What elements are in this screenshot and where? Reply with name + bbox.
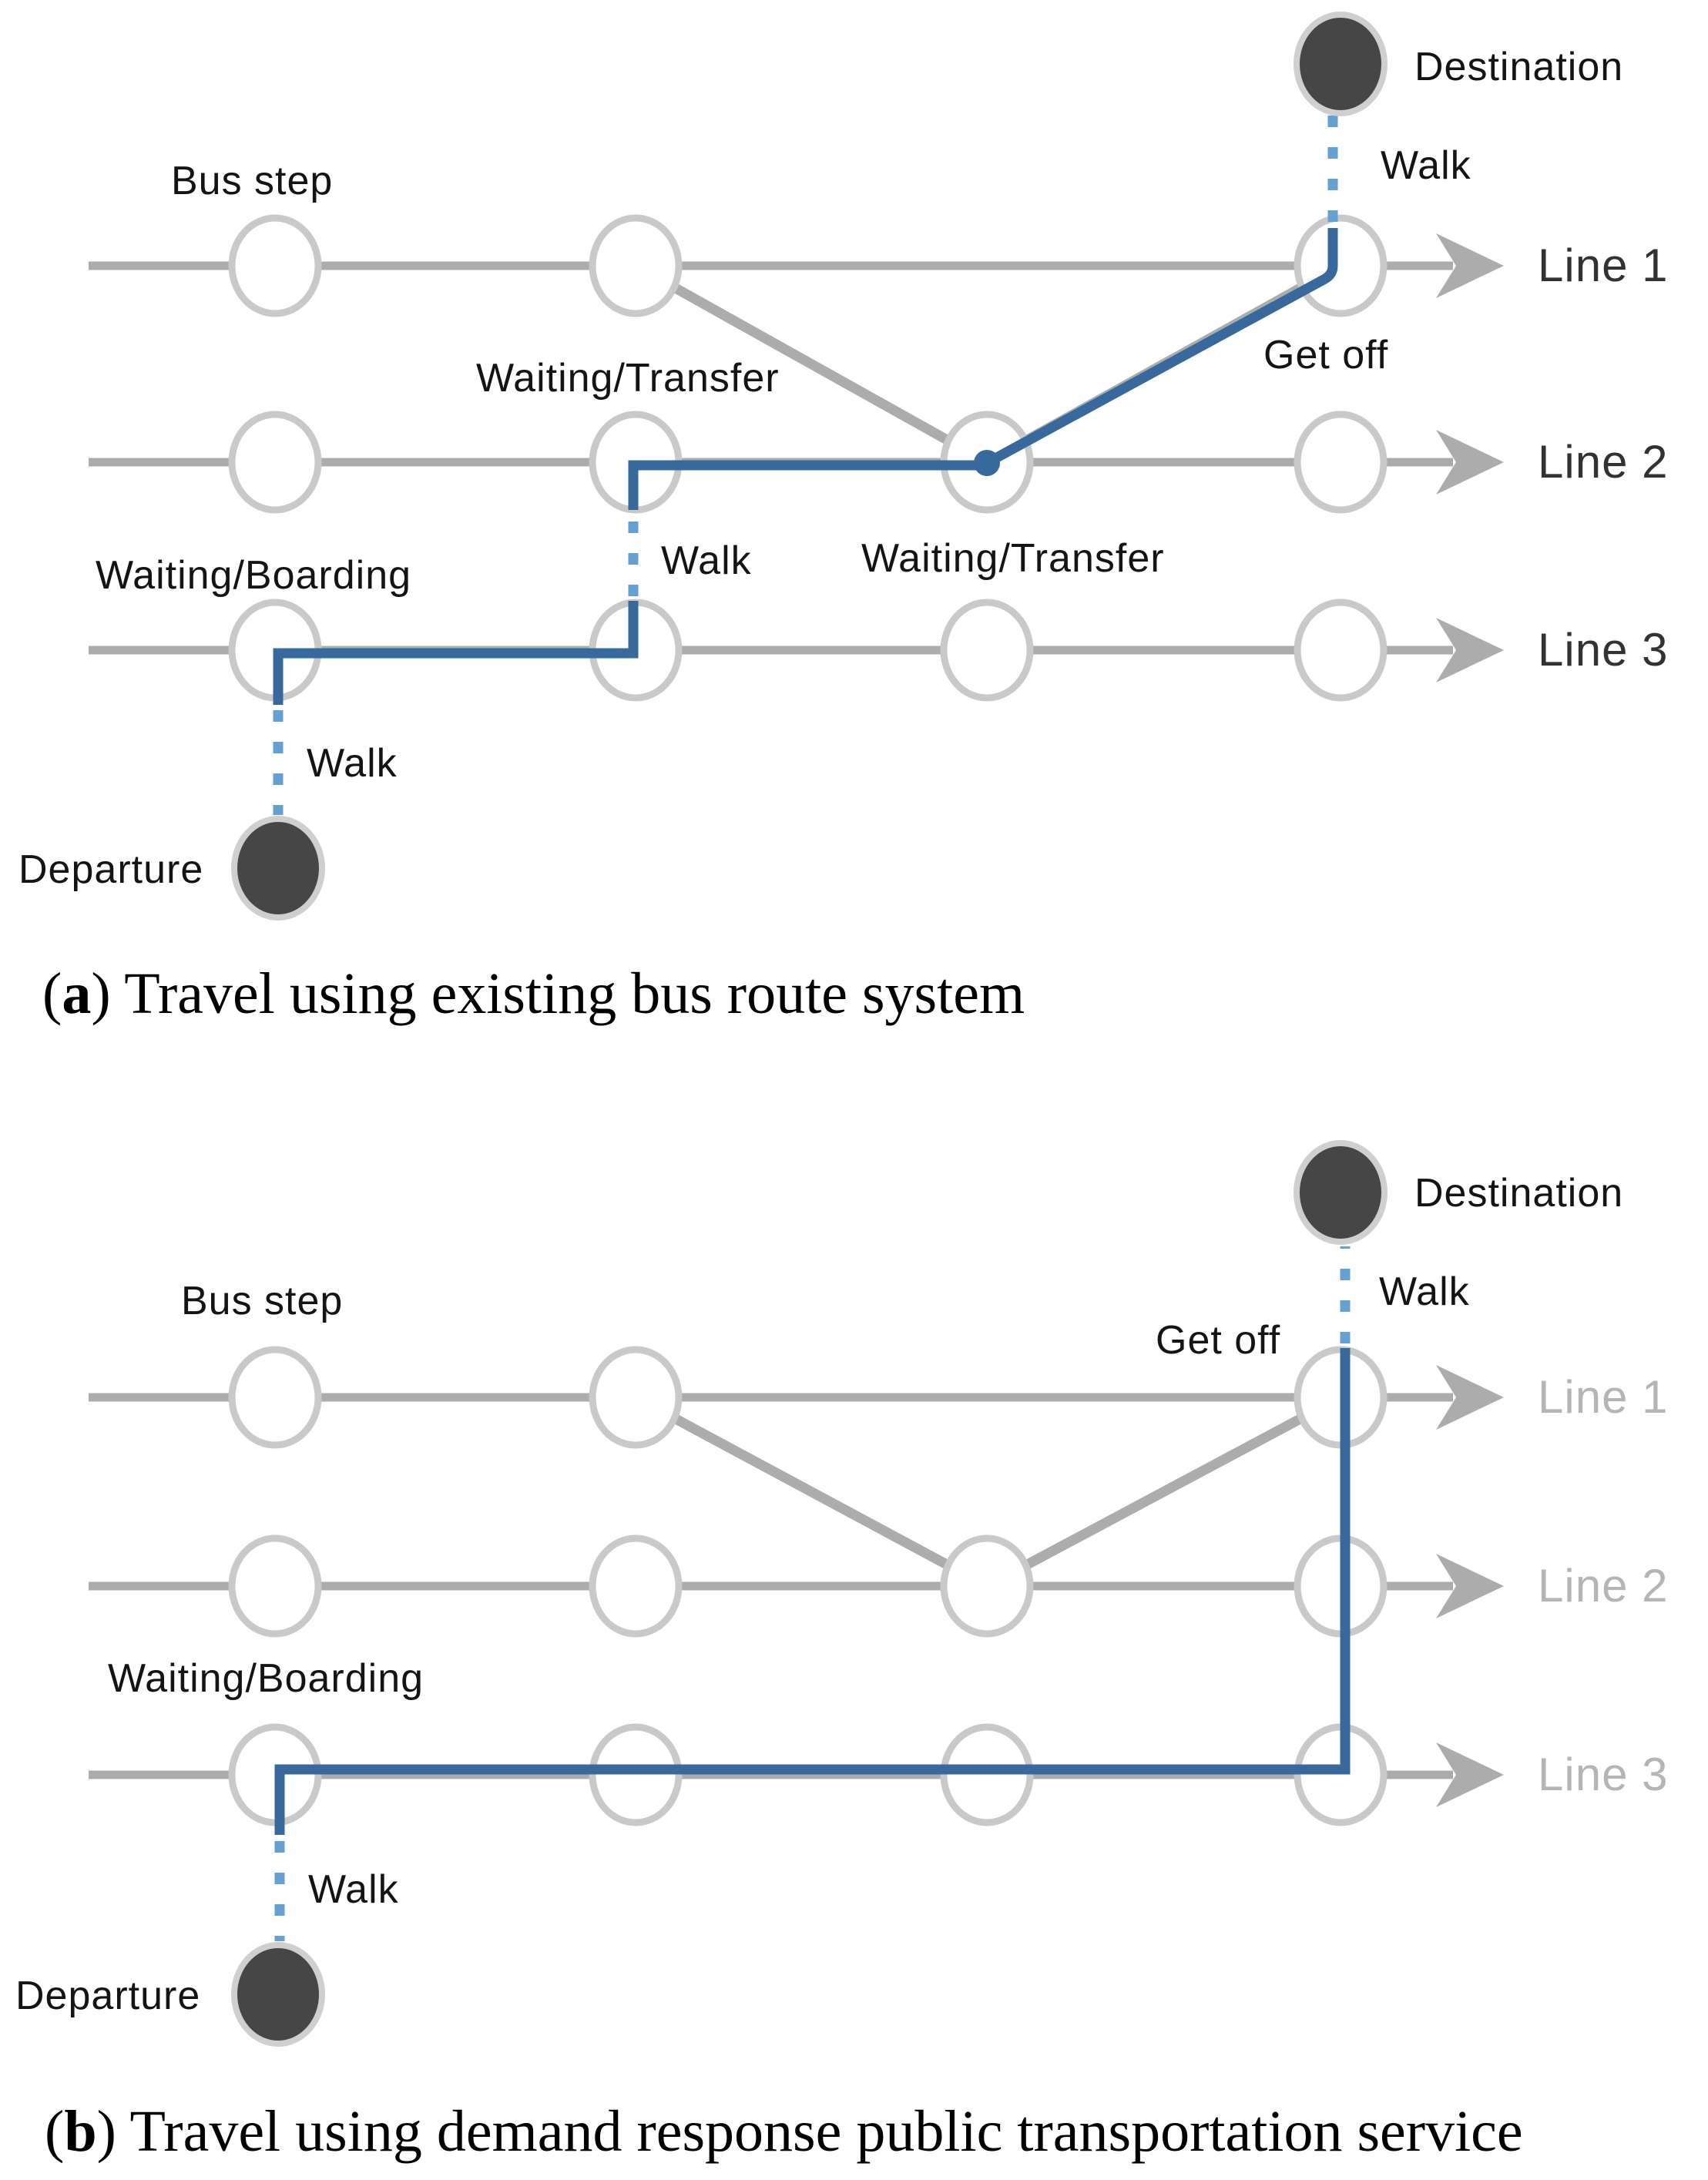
line-1-arrowhead [1436,1365,1504,1430]
line-2-label: Line 2 [1538,1560,1668,1612]
get-off-label: Get off [1263,333,1388,377]
caption-a-text: ) Travel using existing bus route system [91,961,1025,1026]
diagonal-connector [984,1393,1344,1591]
bus-stop [589,1723,683,1826]
diagonal-connector [633,261,990,467]
departure-node [231,1942,325,2047]
diagonal-connector [633,1393,990,1591]
caption-b-text: ) Travel using demand response public tr… [97,2099,1523,2164]
bus-stop-get-off [1294,214,1388,317]
bus-stop [589,214,683,317]
walk-label-destination: Walk [1379,1269,1470,1314]
bus-step-label: Bus step [171,159,333,203]
destination-node [1294,1140,1388,1245]
caption-a: (a) Travel using existing bus route syst… [42,961,1025,1026]
caption-b: (b) Travel using demand response public … [45,2099,1523,2164]
destination-label: Destination [1414,1171,1623,1216]
diagram-b: Bus step Destination Walk Get off Waitin… [15,1140,1668,2164]
bus-stop [228,1346,322,1449]
bus-stop [940,1534,1034,1638]
bus-step-label: Bus step [181,1279,343,1323]
route-board-line3 [273,601,639,705]
route-demand-response [274,1348,1351,1835]
destination-label: Destination [1414,45,1623,89]
bus-stop [940,599,1034,702]
line-2-arrowhead [1436,1554,1504,1618]
destination-node [1294,12,1388,116]
walk-label-destination: Walk [1381,143,1471,188]
line-2-label: Line 2 [1538,436,1668,488]
get-off-label: Get off [1156,1318,1280,1363]
departure-label: Departure [18,847,203,892]
walk-label-transfer: Walk [661,538,752,583]
route-line2-segment [628,460,987,510]
departure-node [231,816,325,921]
waiting-transfer-label: Waiting/Transfer [476,356,780,401]
departure-label: Departure [15,1974,200,2018]
caption-a-paren: ( [42,961,62,1026]
diagram-a: Bus step Destination Walk Get off Waitin… [18,12,1668,1026]
bus-stop [589,1346,683,1449]
line-1-label: Line 1 [1538,1371,1668,1423]
transfer-dot [974,450,1000,476]
line-2-arrowhead [1436,430,1504,495]
caption-a-letter: a [62,961,91,1026]
waiting-boarding-label: Waiting/Boarding [108,1656,424,1701]
bus-stop [589,1534,683,1638]
bus-stop [228,214,322,317]
caption-b-letter: b [64,2099,96,2164]
bus-stop [1294,599,1388,702]
caption-b-paren: ( [45,2099,64,2164]
waiting-transfer-label: Waiting/Transfer [861,536,1165,581]
bus-stop [228,1534,322,1638]
line-3-label: Line 3 [1538,1749,1668,1800]
line-3-label: Line 3 [1538,624,1668,676]
waiting-boarding-label: Waiting/Boarding [96,553,411,598]
bus-stop [940,1723,1034,1826]
route-line2-to-line1 [984,228,1338,468]
line-3-arrowhead [1436,1742,1504,1807]
bus-stop [228,411,322,514]
walk-label-departure: Walk [307,741,398,786]
line-1-label: Line 1 [1538,240,1668,291]
line-1-arrowhead [1436,233,1504,298]
line-3-arrowhead [1436,618,1504,683]
bus-stop [1294,411,1388,514]
walk-label-departure: Walk [308,1867,399,1912]
